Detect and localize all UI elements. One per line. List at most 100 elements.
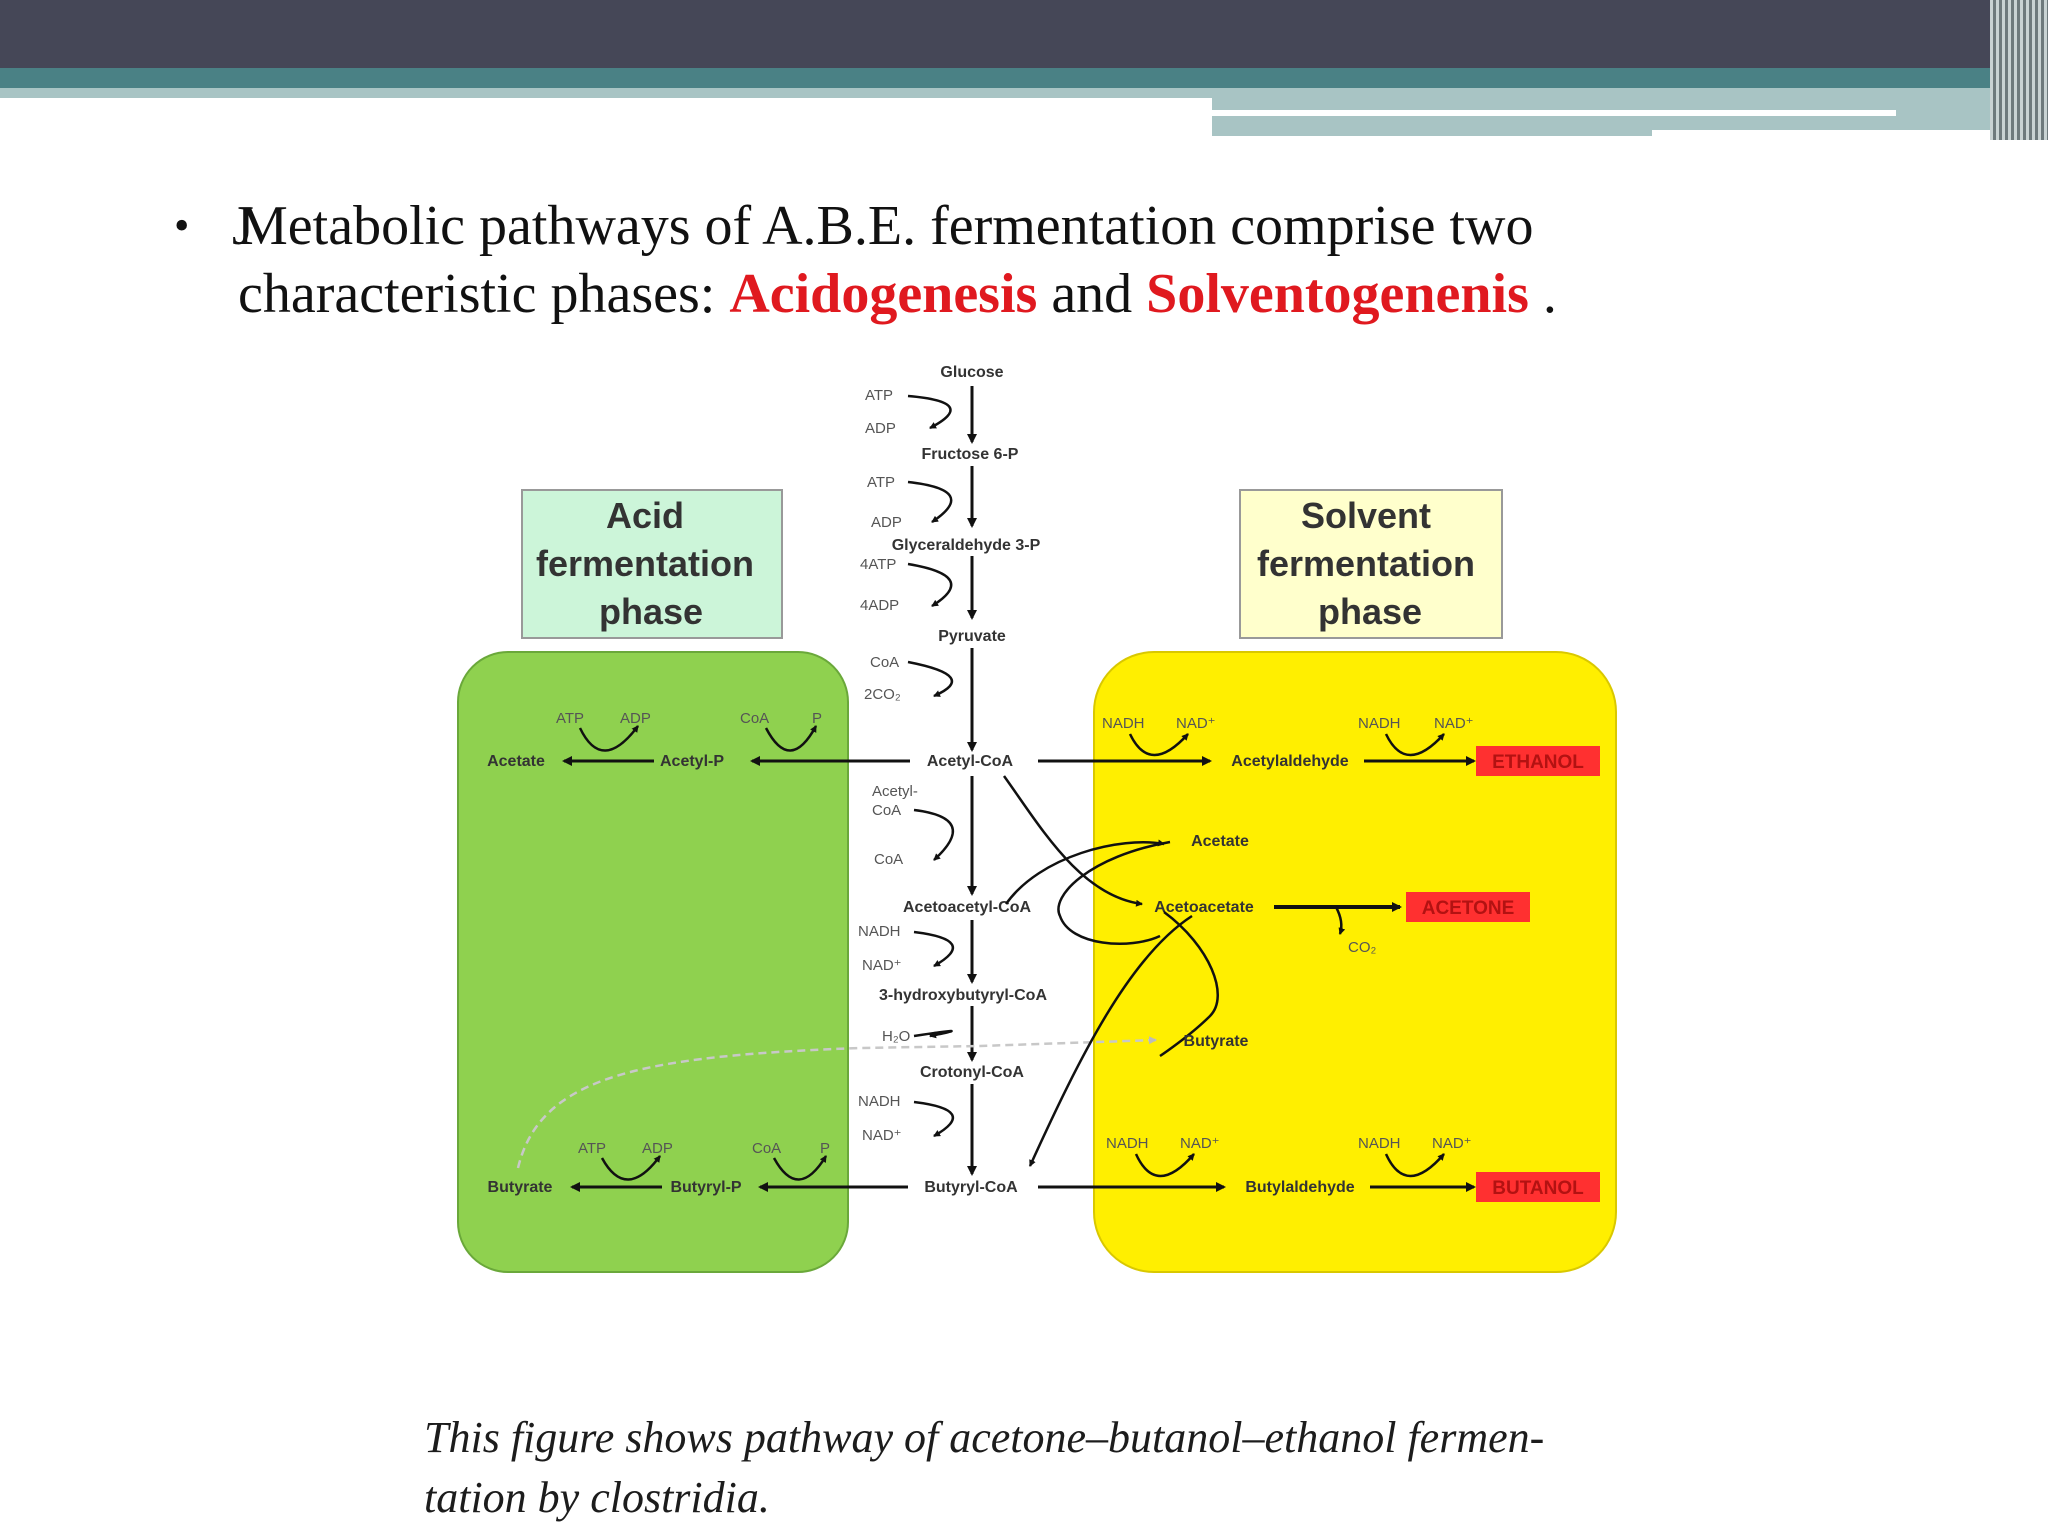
label-crotonyl-coa: Crotonyl-CoA (920, 1064, 1024, 1081)
cofactor-4adp: 4ADP (860, 597, 899, 614)
curve-coa-p-acetate (764, 725, 818, 752)
label-butyryl-coa: Butyryl-CoA (924, 1179, 1018, 1196)
cofactor-nad-but-2: NAD⁺ (1432, 1135, 1472, 1152)
caption-line-2: tation by clostridia. (424, 1473, 770, 1522)
butyrate-reuptake-path (516, 1036, 1157, 1169)
label-glyceraldehyde: Glyceraldehyde 3-P (892, 537, 1041, 554)
cofactor-atp-1: ATP (865, 387, 893, 404)
cofactor-nadh-eth-1: NADH (1102, 715, 1145, 732)
cofactor-nad-1: NAD⁺ (862, 957, 902, 974)
cofactor-nadh-2: NADH (858, 1093, 901, 1110)
glitch-char: J (232, 195, 254, 257)
curve-nadh-eth-1 (1128, 733, 1189, 757)
label-acetyl-p: Acetyl-P (660, 753, 724, 770)
cofactor-atp-acid-1: ATP (556, 710, 584, 727)
bullet-text-mid: and (1037, 263, 1147, 325)
cofactor-nad-eth-2: NAD⁺ (1434, 715, 1474, 732)
cofactor-acetyl-coa-in-1: Acetyl- (872, 783, 918, 800)
curve-co2-release (1334, 906, 1346, 935)
bullet-line-2: characteristic phases: Acidogenesis and … (238, 260, 1920, 328)
highlight-acidogenesis: Acidogenesis (729, 263, 1038, 325)
cofactor-coa-2: CoA (874, 851, 903, 868)
cofactor-curves (907, 394, 955, 1138)
curve-atp-adp-acetate (578, 725, 639, 752)
caption-line-1: This figure shows pathway of acetone–but… (424, 1413, 1545, 1462)
acid-label-line-3: phase (599, 591, 703, 632)
cofactor-h2o: H₂O (882, 1028, 910, 1045)
label-acetylaldehyde: Acetylaldehyde (1231, 753, 1348, 770)
curve-nadh-but-2 (1384, 1153, 1445, 1178)
label-acetyl-coa: Acetyl-CoA (927, 753, 1014, 770)
cofactor-nad-but-1: NAD⁺ (1180, 1135, 1220, 1152)
acid-phase-box (457, 651, 849, 1273)
product-ethanol: ETHANOL (1492, 752, 1584, 773)
cofactor-p-acid-1: P (812, 710, 822, 727)
cofactor-p-acid-2: P (820, 1140, 830, 1157)
abe-pathway-diagram: Acid fermentation phase Solvent fermenta… (457, 364, 1617, 1273)
coa-transfer-curves (1002, 775, 1219, 1167)
header-bar-teal (0, 68, 2048, 88)
curve-nadh-but-1 (1134, 1153, 1195, 1178)
cofactor-adp-acid-2: ADP (642, 1140, 673, 1157)
label-acetate-acid: Acetate (487, 753, 545, 770)
cofactor-adp-1: ADP (865, 420, 896, 437)
label-acetate-solvent: Acetate (1191, 833, 1249, 850)
acid-phase-label-box (521, 489, 783, 639)
header-edge-lines (1990, 0, 2048, 140)
header-bar-dark (0, 0, 2048, 68)
acid-label-line-1: Acid (606, 495, 684, 536)
product-box-acetone (1406, 892, 1530, 922)
figure-caption: This figure shows pathway of acetone–but… (424, 1408, 1724, 1528)
solvent-phase-label-box (1239, 489, 1503, 639)
bullet-text-suffix: . (1528, 263, 1557, 325)
cofactor-nadh-eth-2: NADH (1358, 715, 1401, 732)
product-acetone: ACETONE (1422, 898, 1515, 919)
product-box-butanol (1476, 1172, 1600, 1202)
cofactor-coa-1: CoA (870, 654, 899, 671)
cofactor-coa-acid-1: CoA (740, 710, 769, 727)
label-pyruvate: Pyruvate (938, 628, 1006, 645)
solvent-phase-box (1093, 651, 1617, 1273)
label-butylaldehyde: Butylaldehyde (1245, 1179, 1354, 1196)
cofactor-nadh-1: NADH (858, 923, 901, 940)
label-hydroxybutyryl-coa: 3-hydroxybutyryl-CoA (879, 987, 1047, 1004)
label-butyryl-p: Butyryl-P (670, 1179, 741, 1196)
label-acetoacetate: Acetoacetate (1154, 899, 1254, 916)
curve-atp-adp-butyrate (600, 1155, 662, 1181)
label-acetoacetyl-coa: Acetoacetyl-CoA (903, 899, 1031, 916)
label-butyrate-acid: Butyrate (488, 1179, 553, 1196)
label-glucose: Glucose (940, 364, 1003, 381)
header-bar-light-left (0, 88, 1212, 98)
cofactor-nadh-but-2: NADH (1358, 1135, 1401, 1152)
solvent-label-line-2: fermentation (1257, 543, 1475, 584)
cofactor-acetyl-coa-in-2: CoA (872, 802, 901, 819)
cofactor-nad-2: NAD⁺ (862, 1127, 902, 1144)
label-butyrate-solvent: Butyrate (1184, 1033, 1249, 1050)
cofactor-2co2: 2CO₂ (864, 686, 901, 703)
cofactor-4atp: 4ATP (860, 556, 896, 573)
header-stripe-white-2 (1652, 130, 2008, 136)
curve-nadh-eth-2 (1384, 733, 1445, 757)
solvent-label-line-3: phase (1318, 591, 1422, 632)
cofactor-adp-2: ADP (871, 514, 902, 531)
product-butanol: BUTANOL (1492, 1178, 1584, 1199)
bullet-text-prefix: characteristic phases: (238, 263, 730, 325)
cofactor-nad-eth-1: NAD⁺ (1176, 715, 1216, 732)
cofactor-atp-acid-2: ATP (578, 1140, 606, 1157)
bullet-text-line1: Metabolic pathways of A.B.E. fermentatio… (238, 195, 1534, 257)
header-stripe-white (1212, 110, 1896, 116)
highlight-solventogenesis: Solventogenenis (1146, 263, 1529, 325)
label-fructose: Fructose 6-P (922, 446, 1019, 463)
bullet-symbol: • (174, 201, 190, 250)
curve-coa-p-butyrate (772, 1155, 828, 1181)
cofactor-co2-acetone: CO₂ (1348, 939, 1377, 956)
acid-label-line-2: fermentation (536, 543, 754, 584)
solvent-label-line-1: Solvent (1301, 495, 1431, 536)
cofactor-coa-acid-2: CoA (752, 1140, 781, 1157)
cofactor-adp-acid-1: ADP (620, 710, 651, 727)
product-box-ethanol (1476, 746, 1600, 776)
cofactor-nadh-but-1: NADH (1106, 1135, 1149, 1152)
cofactor-atp-2: ATP (867, 474, 895, 491)
